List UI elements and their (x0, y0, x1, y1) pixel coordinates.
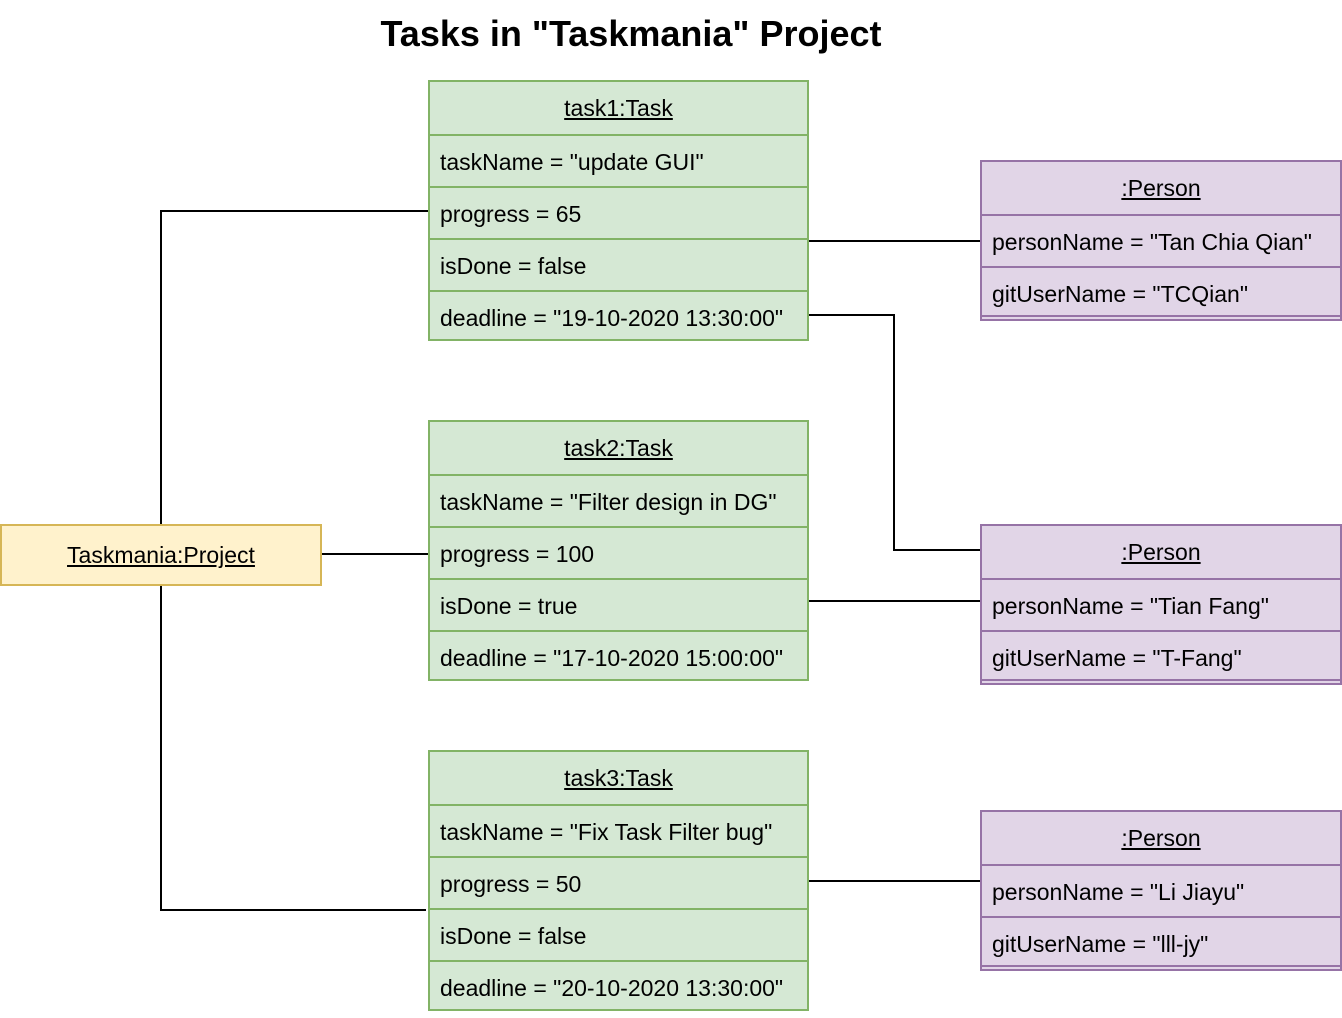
person-name-field: personName = "Tian Fang" (982, 578, 1340, 630)
person-name-field: personName = "Tan Chia Qian" (982, 214, 1340, 266)
person-header: :Person (1121, 539, 1201, 565)
diagram-title: Tasks in "Taskmania" Project (380, 13, 882, 54)
person-name-field: personName = "Li Jiayu" (982, 864, 1340, 916)
task-header: task3:Task (564, 765, 673, 791)
person-header: :Person (1121, 825, 1201, 851)
task-isdone-field: isDone = false (430, 238, 807, 290)
task-progress-field: progress = 100 (430, 526, 807, 578)
task-isdone-field: isDone = true (430, 578, 807, 630)
person-node-3[interactable]: :Person personName = "Li Jiayu" gitUserN… (980, 810, 1342, 971)
connector-task1-person2 (809, 314, 980, 551)
task-node-task3[interactable]: task3:Task taskName = "Fix Task Filter b… (428, 750, 809, 1011)
task-progress-field: progress = 65 (430, 186, 807, 238)
task-node-task2[interactable]: task2:Task taskName = "Filter design in … (428, 420, 809, 681)
task-progress-field: progress = 50 (430, 856, 807, 908)
task-isdone-field: isDone = false (430, 908, 807, 960)
task-name-field: taskName = "Filter design in DG" (430, 474, 807, 526)
task-header: task1:Task (564, 95, 673, 121)
connector-project-task3 (160, 586, 426, 911)
task-name-field: taskName = "Fix Task Filter bug" (430, 804, 807, 856)
person-header: :Person (1121, 175, 1201, 201)
task-deadline-field: deadline = "17-10-2020 15:00:00" (430, 630, 807, 682)
task-header: task2:Task (564, 435, 673, 461)
task-deadline-field: deadline = "20-10-2020 13:30:00" (430, 960, 807, 1012)
person-git-username-field: gitUserName = "TCQian" (982, 266, 1340, 318)
person-node-1[interactable]: :Person personName = "Tan Chia Qian" git… (980, 160, 1342, 321)
project-node[interactable]: Taskmania:Project (0, 524, 322, 586)
person-node-2[interactable]: :Person personName = "Tian Fang" gitUser… (980, 524, 1342, 685)
person-git-username-field: gitUserName = "T-Fang" (982, 630, 1340, 682)
task-name-field: taskName = "update GUI" (430, 134, 807, 186)
task-deadline-field: deadline = "19-10-2020 13:30:00" (430, 290, 807, 342)
task-node-task1[interactable]: task1:Task taskName = "update GUI" progr… (428, 80, 809, 341)
person-git-username-field: gitUserName = "lll-jy" (982, 916, 1340, 968)
connector-project-task1 (160, 210, 428, 524)
